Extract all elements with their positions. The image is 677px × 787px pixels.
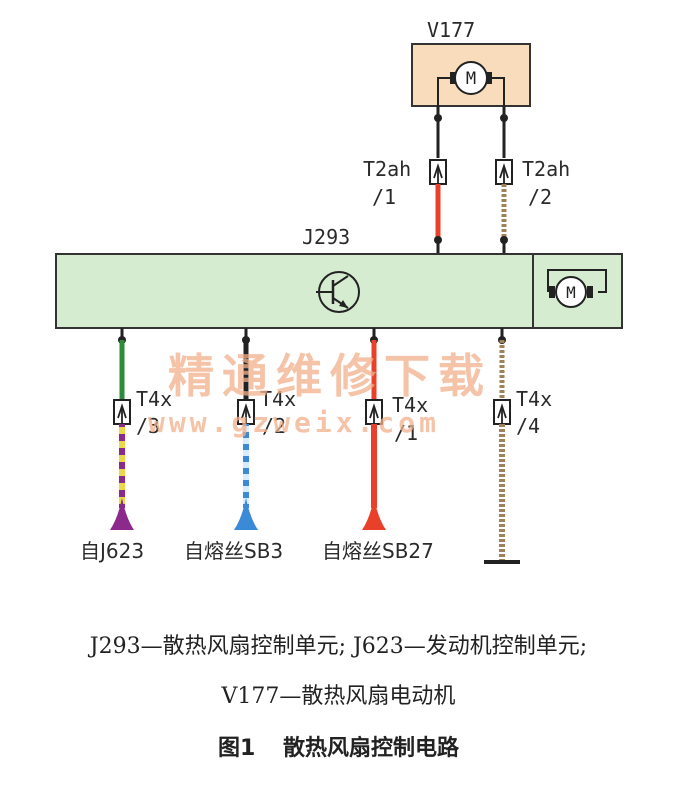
t2ah-2-pin: /2 [528, 185, 552, 209]
v177-internal-left [437, 77, 450, 106]
source-j623-label: 自J623 [80, 539, 144, 563]
j293-motor-icon: M [549, 276, 593, 308]
watermark-cn: 精通维修下载 [168, 349, 492, 403]
junction-dot [500, 114, 508, 122]
junction-dot [434, 114, 442, 122]
t2ah-1-name: T2ah [363, 157, 411, 181]
j293-label: J293 [302, 225, 350, 249]
t4x-1-name: T4x [392, 393, 428, 417]
t4x-1-pin: /1 [394, 421, 418, 445]
t4x-2-pin: /2 [262, 414, 286, 438]
arrow-from-sb3 [234, 498, 258, 530]
source-sb27-label: 自熔丝SB27 [322, 539, 434, 563]
v177-label: V177 [427, 18, 475, 42]
connector-t2ah-2 [495, 159, 513, 185]
figure-title: 散热风扇控制电路 [282, 736, 459, 761]
svg-text:M: M [566, 283, 576, 302]
watermark-url: www.gzweix.com [148, 406, 440, 439]
t2ah-1-pin: /1 [372, 185, 396, 209]
t4x-3-pin: /3 [136, 414, 160, 438]
connector-t4x-4 [493, 399, 511, 425]
j293-motor-wire-top [547, 269, 607, 293]
t4x-3-name: T4x [136, 387, 172, 411]
legend-line-1: J293—散热风扇控制单元; J623—发动机控制单元; [89, 634, 588, 659]
transistor-icon [316, 271, 360, 313]
t4x-4-pin: /4 [516, 414, 540, 438]
arrow-from-j623 [110, 498, 134, 530]
figure-caption: 图1 散热风扇控制电路 [0, 730, 677, 762]
connector-t4x-2 [237, 399, 255, 425]
source-sb3-label: 自熔丝SB3 [184, 539, 283, 563]
legend-line-2: V177—散热风扇电动机 [221, 684, 456, 709]
t4x-4-name: T4x [516, 387, 552, 411]
v177-motor-icon: M [450, 61, 492, 95]
svg-text:M: M [466, 69, 476, 89]
j293-box [55, 253, 623, 329]
connector-t2ah-1 [429, 159, 447, 185]
t4x-2-name: T4x [260, 387, 296, 411]
connector-t4x-3 [113, 399, 131, 425]
v177-internal-right [492, 77, 505, 106]
t2ah-2-name: T2ah [522, 157, 570, 181]
figure-number: 图1 [218, 736, 256, 761]
arrow-from-sb27 [362, 498, 386, 530]
